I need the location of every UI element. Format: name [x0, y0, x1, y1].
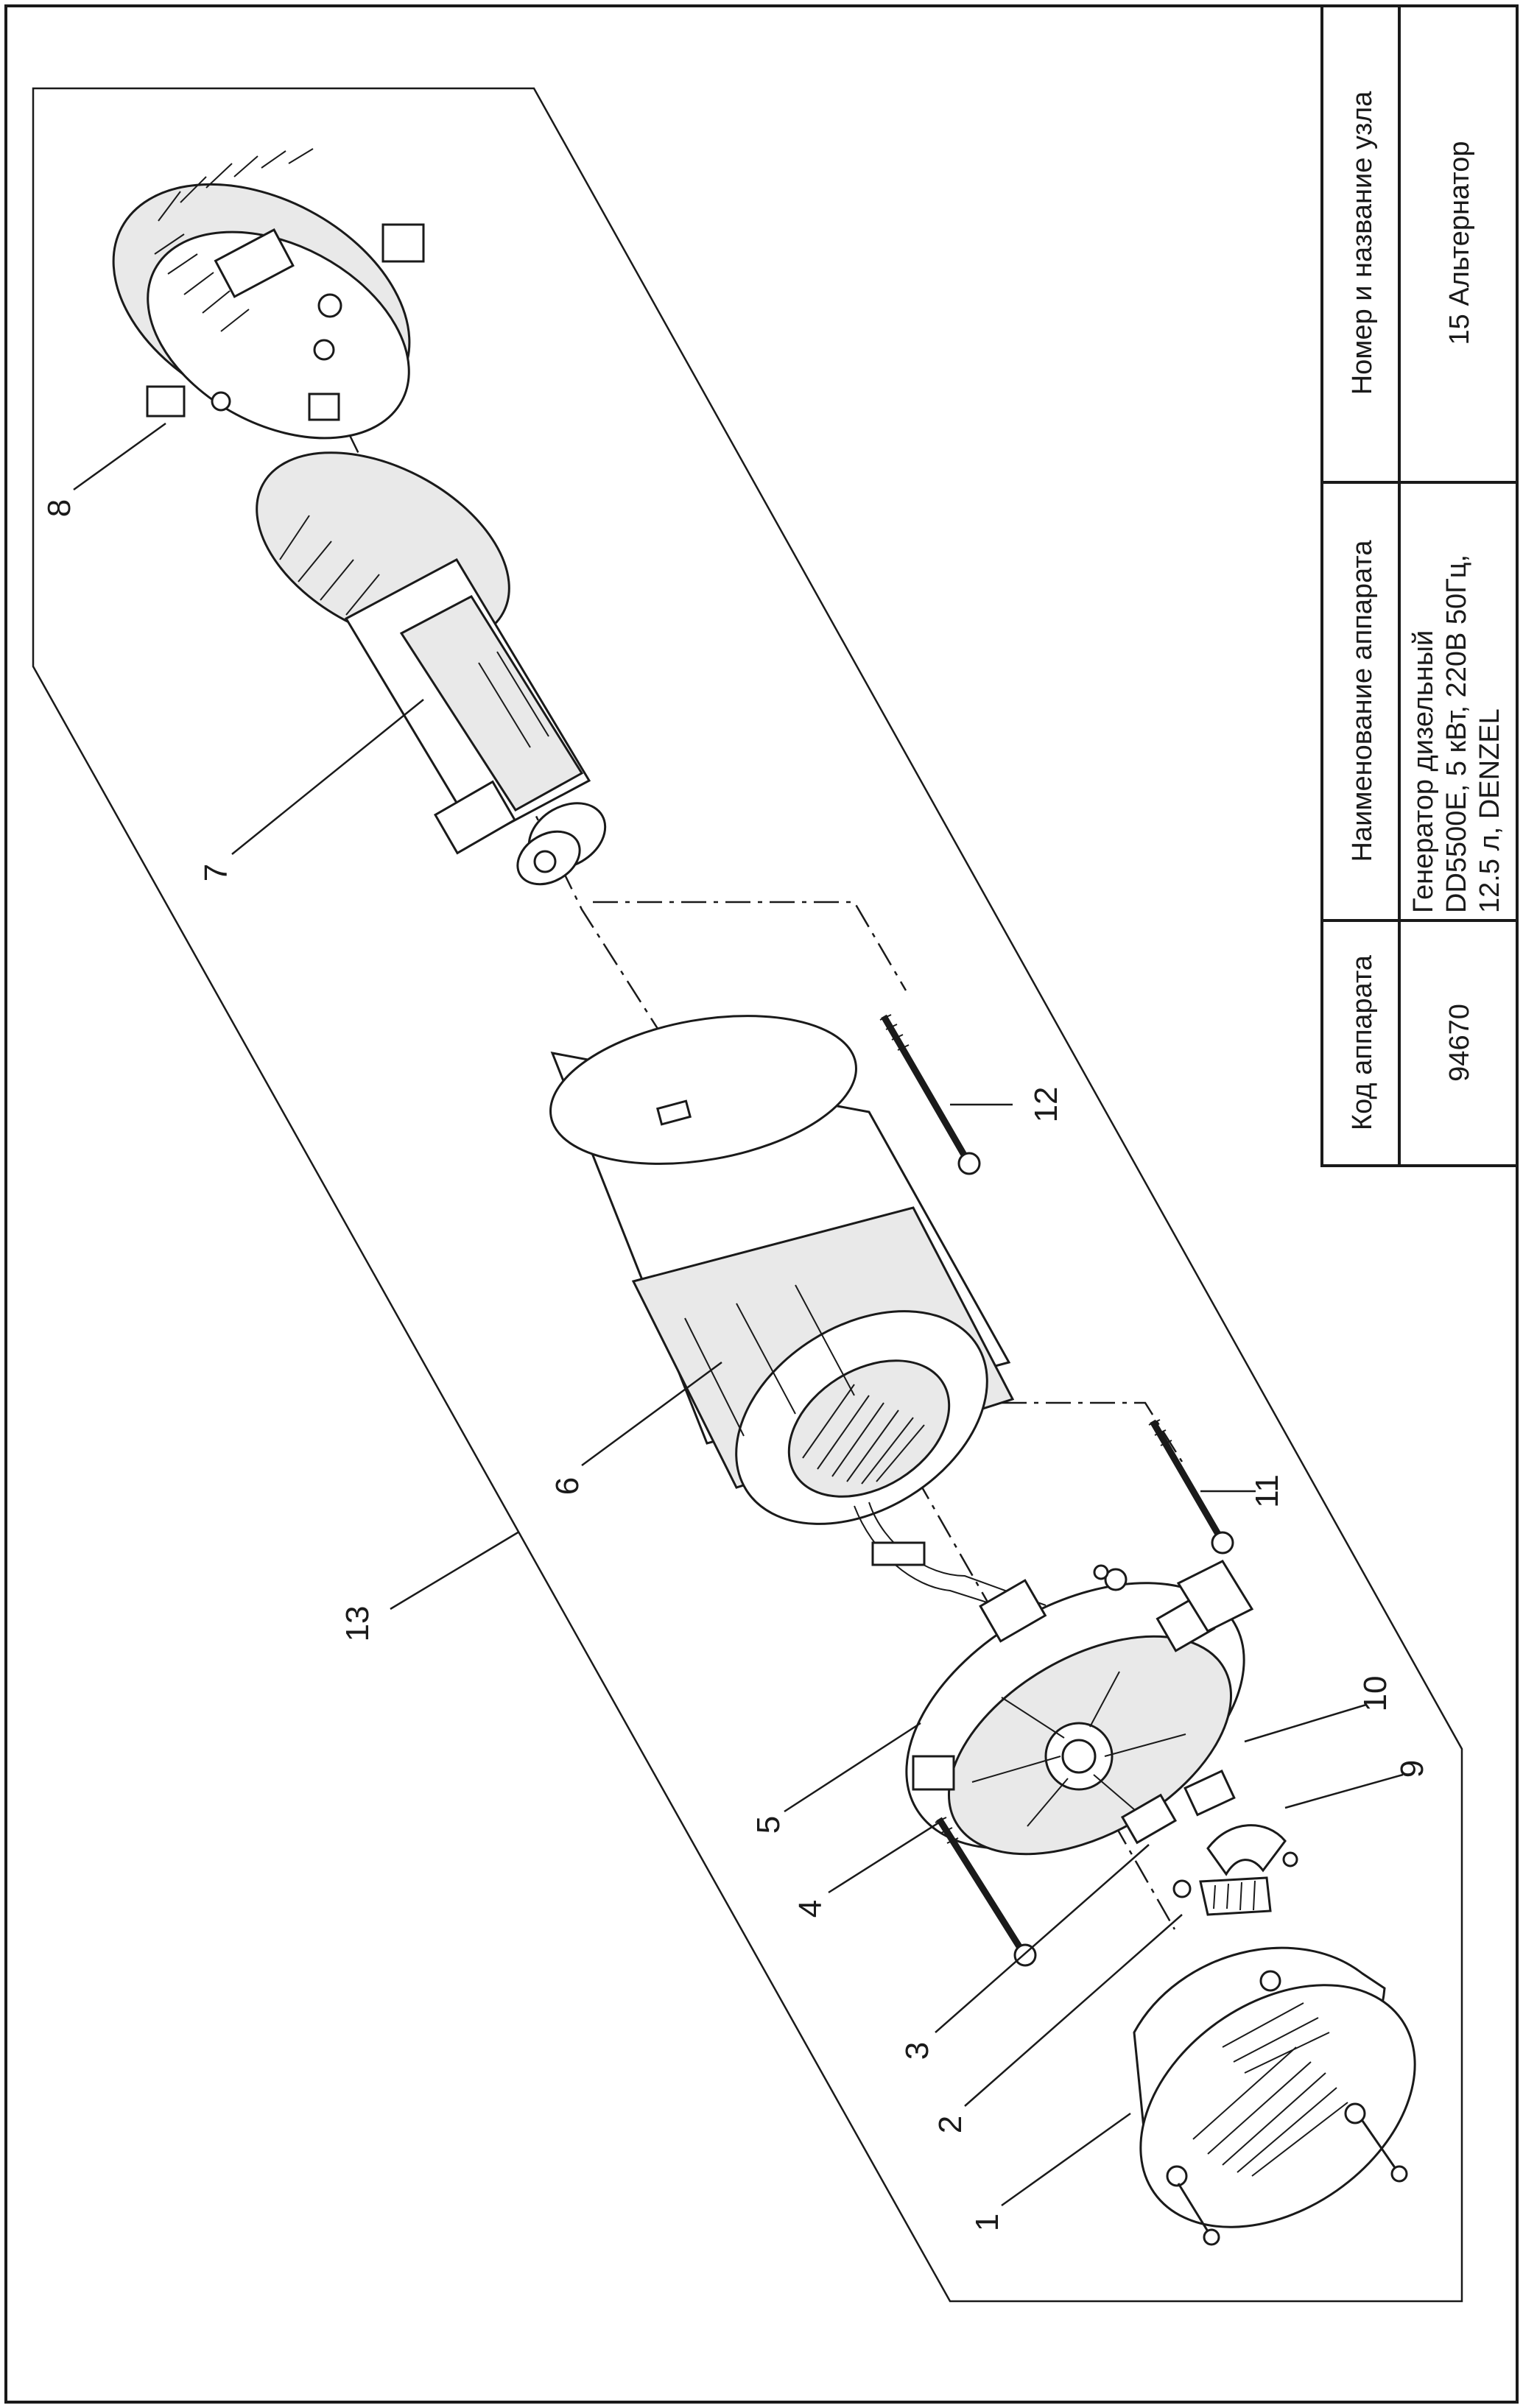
part-11-long-bolt	[1148, 1419, 1234, 1555]
leader-5	[784, 1722, 921, 1813]
callout-3: 3	[899, 2042, 935, 2060]
leader-3	[935, 1844, 1150, 2033]
callout-labels: 8 7 13 6 12 11 10 9 5 4 3 2 1	[41, 499, 1430, 2231]
leader-2	[964, 1914, 1183, 2107]
part-2-terminal-block	[1199, 1876, 1272, 1916]
callout-10: 10	[1357, 1676, 1393, 1712]
leader-4	[828, 1821, 940, 1894]
title-block-header-code: Код аппарата	[1347, 954, 1378, 1130]
part-6-stator	[549, 1015, 1047, 1617]
callout-9: 9	[1394, 1760, 1430, 1778]
title-block-header-name: Наименование аппарата	[1347, 540, 1378, 862]
callout-11: 11	[1249, 1474, 1285, 1508]
leader-lines	[73, 422, 1404, 2207]
callout-4: 4	[792, 1900, 829, 1918]
title-block-value-name-line-3: 12.5 л, DENZEL	[1474, 708, 1505, 913]
title-block: Код аппарата Наименование аппарата Номер…	[1320, 4, 1519, 1167]
callout-2: 2	[932, 2116, 968, 2133]
callout-8: 8	[41, 499, 77, 517]
axis-to-part-12	[593, 901, 907, 991]
leader-6	[581, 1361, 722, 1467]
leader-13	[390, 1530, 520, 1610]
callout-12: 12	[1028, 1087, 1064, 1123]
leader-9	[1284, 1773, 1404, 1809]
callout-5: 5	[750, 1816, 787, 1834]
title-block-value-assembly: 15 Альтернатор	[1444, 141, 1475, 345]
title-block-value-name-line-1: Генератор дизельный	[1408, 630, 1439, 913]
leader-10	[1244, 1703, 1367, 1743]
title-block-header-assembly: Номер и название узла	[1347, 91, 1378, 395]
part-3-rectifier	[1120, 1793, 1192, 1898]
part-10-bracket	[1176, 1560, 1254, 1817]
callout-6: 6	[549, 1477, 585, 1495]
callout-1: 1	[969, 2214, 1005, 2231]
leader-7	[231, 699, 424, 855]
part-8-fan-housing	[112, 148, 425, 440]
callout-13: 13	[340, 1606, 376, 1642]
leader-1	[1001, 2112, 1131, 2207]
part-1-rear-cover	[1133, 1946, 1416, 2246]
part-12-long-bolt	[879, 1014, 981, 1175]
title-block-value-code: 94670	[1444, 1004, 1475, 1082]
leader-8	[73, 422, 166, 491]
assembly-boundary	[32, 87, 1463, 2303]
axis-to-part-11	[1002, 1401, 1183, 1462]
part-9-brush-holder	[1206, 1824, 1298, 1876]
page-frame	[4, 4, 1519, 2404]
title-block-value-name-line-2: DD5500E, 5 кВт, 220В 50Гц,	[1441, 555, 1472, 913]
part-7-rotor	[256, 451, 607, 886]
callout-7: 7	[198, 864, 234, 881]
